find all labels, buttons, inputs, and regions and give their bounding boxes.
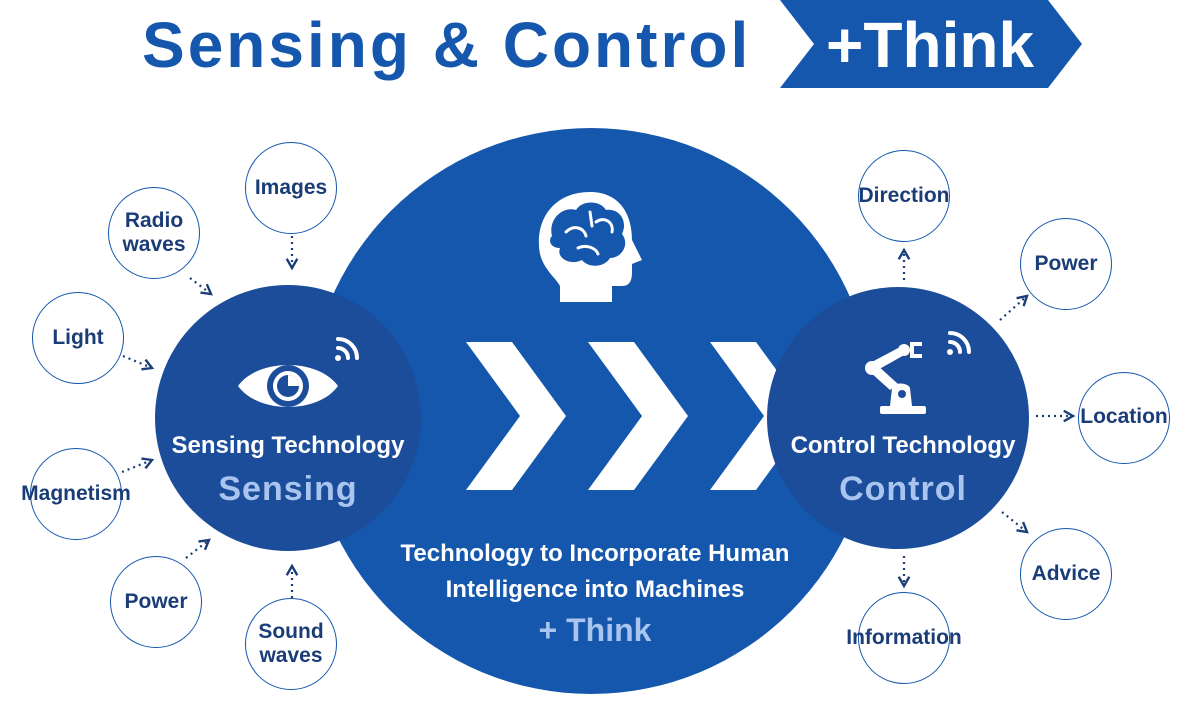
brain-head-icon xyxy=(538,192,642,302)
title-tag-shape xyxy=(780,0,1082,88)
output-information xyxy=(858,592,950,684)
control-title: Control Technology xyxy=(790,432,1016,459)
output-location-label: Location xyxy=(1080,405,1168,428)
output-power: Power xyxy=(1020,218,1112,310)
title-main: Sensing & Control xyxy=(142,9,752,81)
input-images: Images xyxy=(245,142,337,234)
center-caption-line1: Technology to Incorporate Human xyxy=(400,540,790,567)
sensing-circle xyxy=(155,285,421,551)
sensing-subtitle: Sensing xyxy=(218,470,358,508)
center-think: + Think xyxy=(538,612,652,648)
input-light: Light xyxy=(32,292,124,384)
control-circle xyxy=(767,287,1029,549)
output-direction-label: Direction xyxy=(858,184,950,207)
center-caption-line2: Intelligence into Machines xyxy=(445,576,745,603)
wifi-signal-icon xyxy=(947,331,971,355)
input-magnetism xyxy=(30,448,122,540)
sensing-title: Sensing Technology xyxy=(171,432,405,459)
output-direction xyxy=(858,150,950,242)
output-advice: Advice xyxy=(1020,528,1112,620)
input-power: Power xyxy=(110,556,202,648)
output-information-label: Information xyxy=(846,626,962,649)
think-circle xyxy=(308,128,874,694)
dotted-arrow-icon xyxy=(121,236,1076,598)
robot-arm-icon xyxy=(865,342,926,414)
output-location xyxy=(1078,372,1170,464)
title-tag: +Think xyxy=(826,9,1035,81)
wifi-signal-icon xyxy=(335,337,359,361)
control-subtitle: Control xyxy=(839,470,967,508)
input-magnetism-label: Magnetism xyxy=(21,482,131,505)
eye-icon xyxy=(238,365,338,407)
